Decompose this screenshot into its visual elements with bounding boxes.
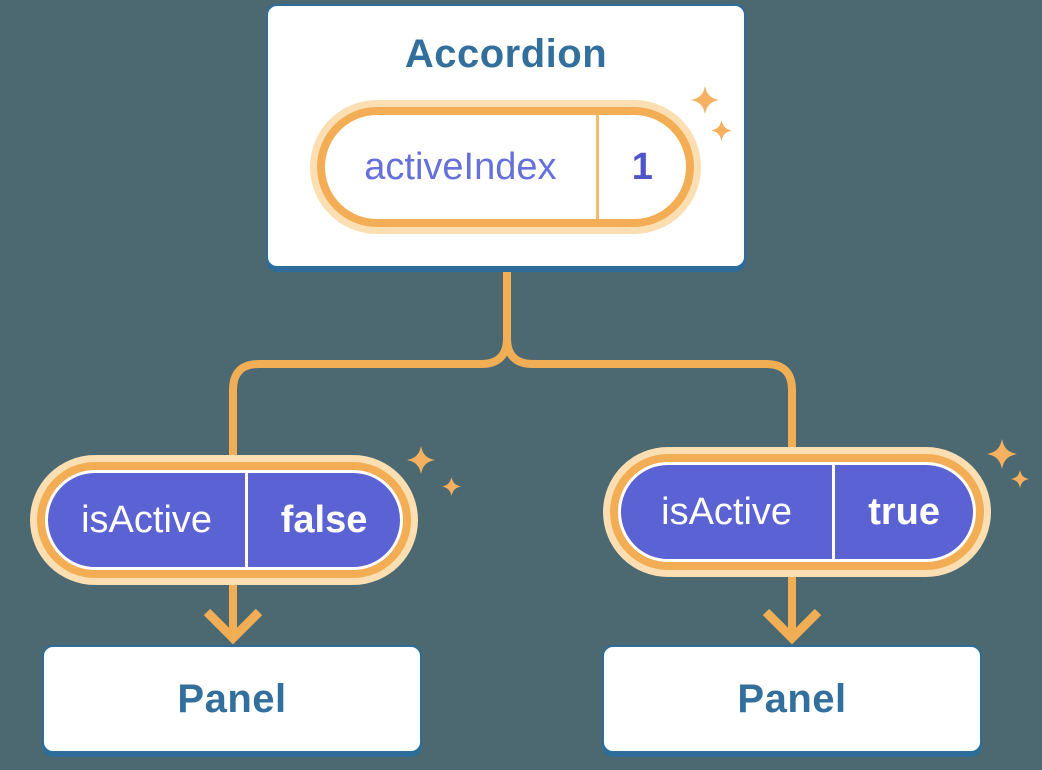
sparkle-icon: [987, 439, 1017, 469]
prop-pill-value: false: [245, 473, 400, 567]
sparkle-icon: [442, 477, 461, 496]
arrow-left-head: [203, 608, 263, 645]
prop-pill-label: isActive: [661, 490, 793, 533]
state-pill: activeIndex 1: [317, 107, 694, 227]
prop-pill-value: true: [832, 465, 973, 559]
sparkle-icon: [407, 446, 435, 474]
state-pill-label: activeIndex: [364, 145, 557, 188]
arrow-right-head: [762, 608, 822, 645]
sparkle-icon: [1011, 470, 1029, 488]
prop-pill-isactive-false: isActive false: [45, 470, 403, 570]
panel-title: Panel: [177, 676, 287, 721]
state-pill-value: 1: [595, 115, 686, 219]
prop-pill-isactive-true: isActive true: [618, 462, 976, 562]
panel-box-left: Panel: [42, 645, 422, 753]
panel-box-right: Panel: [602, 645, 982, 753]
accordion-title: Accordion: [404, 32, 608, 76]
prop-pill-label: isActive: [81, 498, 213, 541]
branch-line-left: [229, 270, 511, 468]
panel-title: Panel: [737, 676, 847, 721]
branch-line-right: [503, 270, 796, 460]
accordion-component-box: Accordion activeIndex 1: [266, 4, 746, 268]
